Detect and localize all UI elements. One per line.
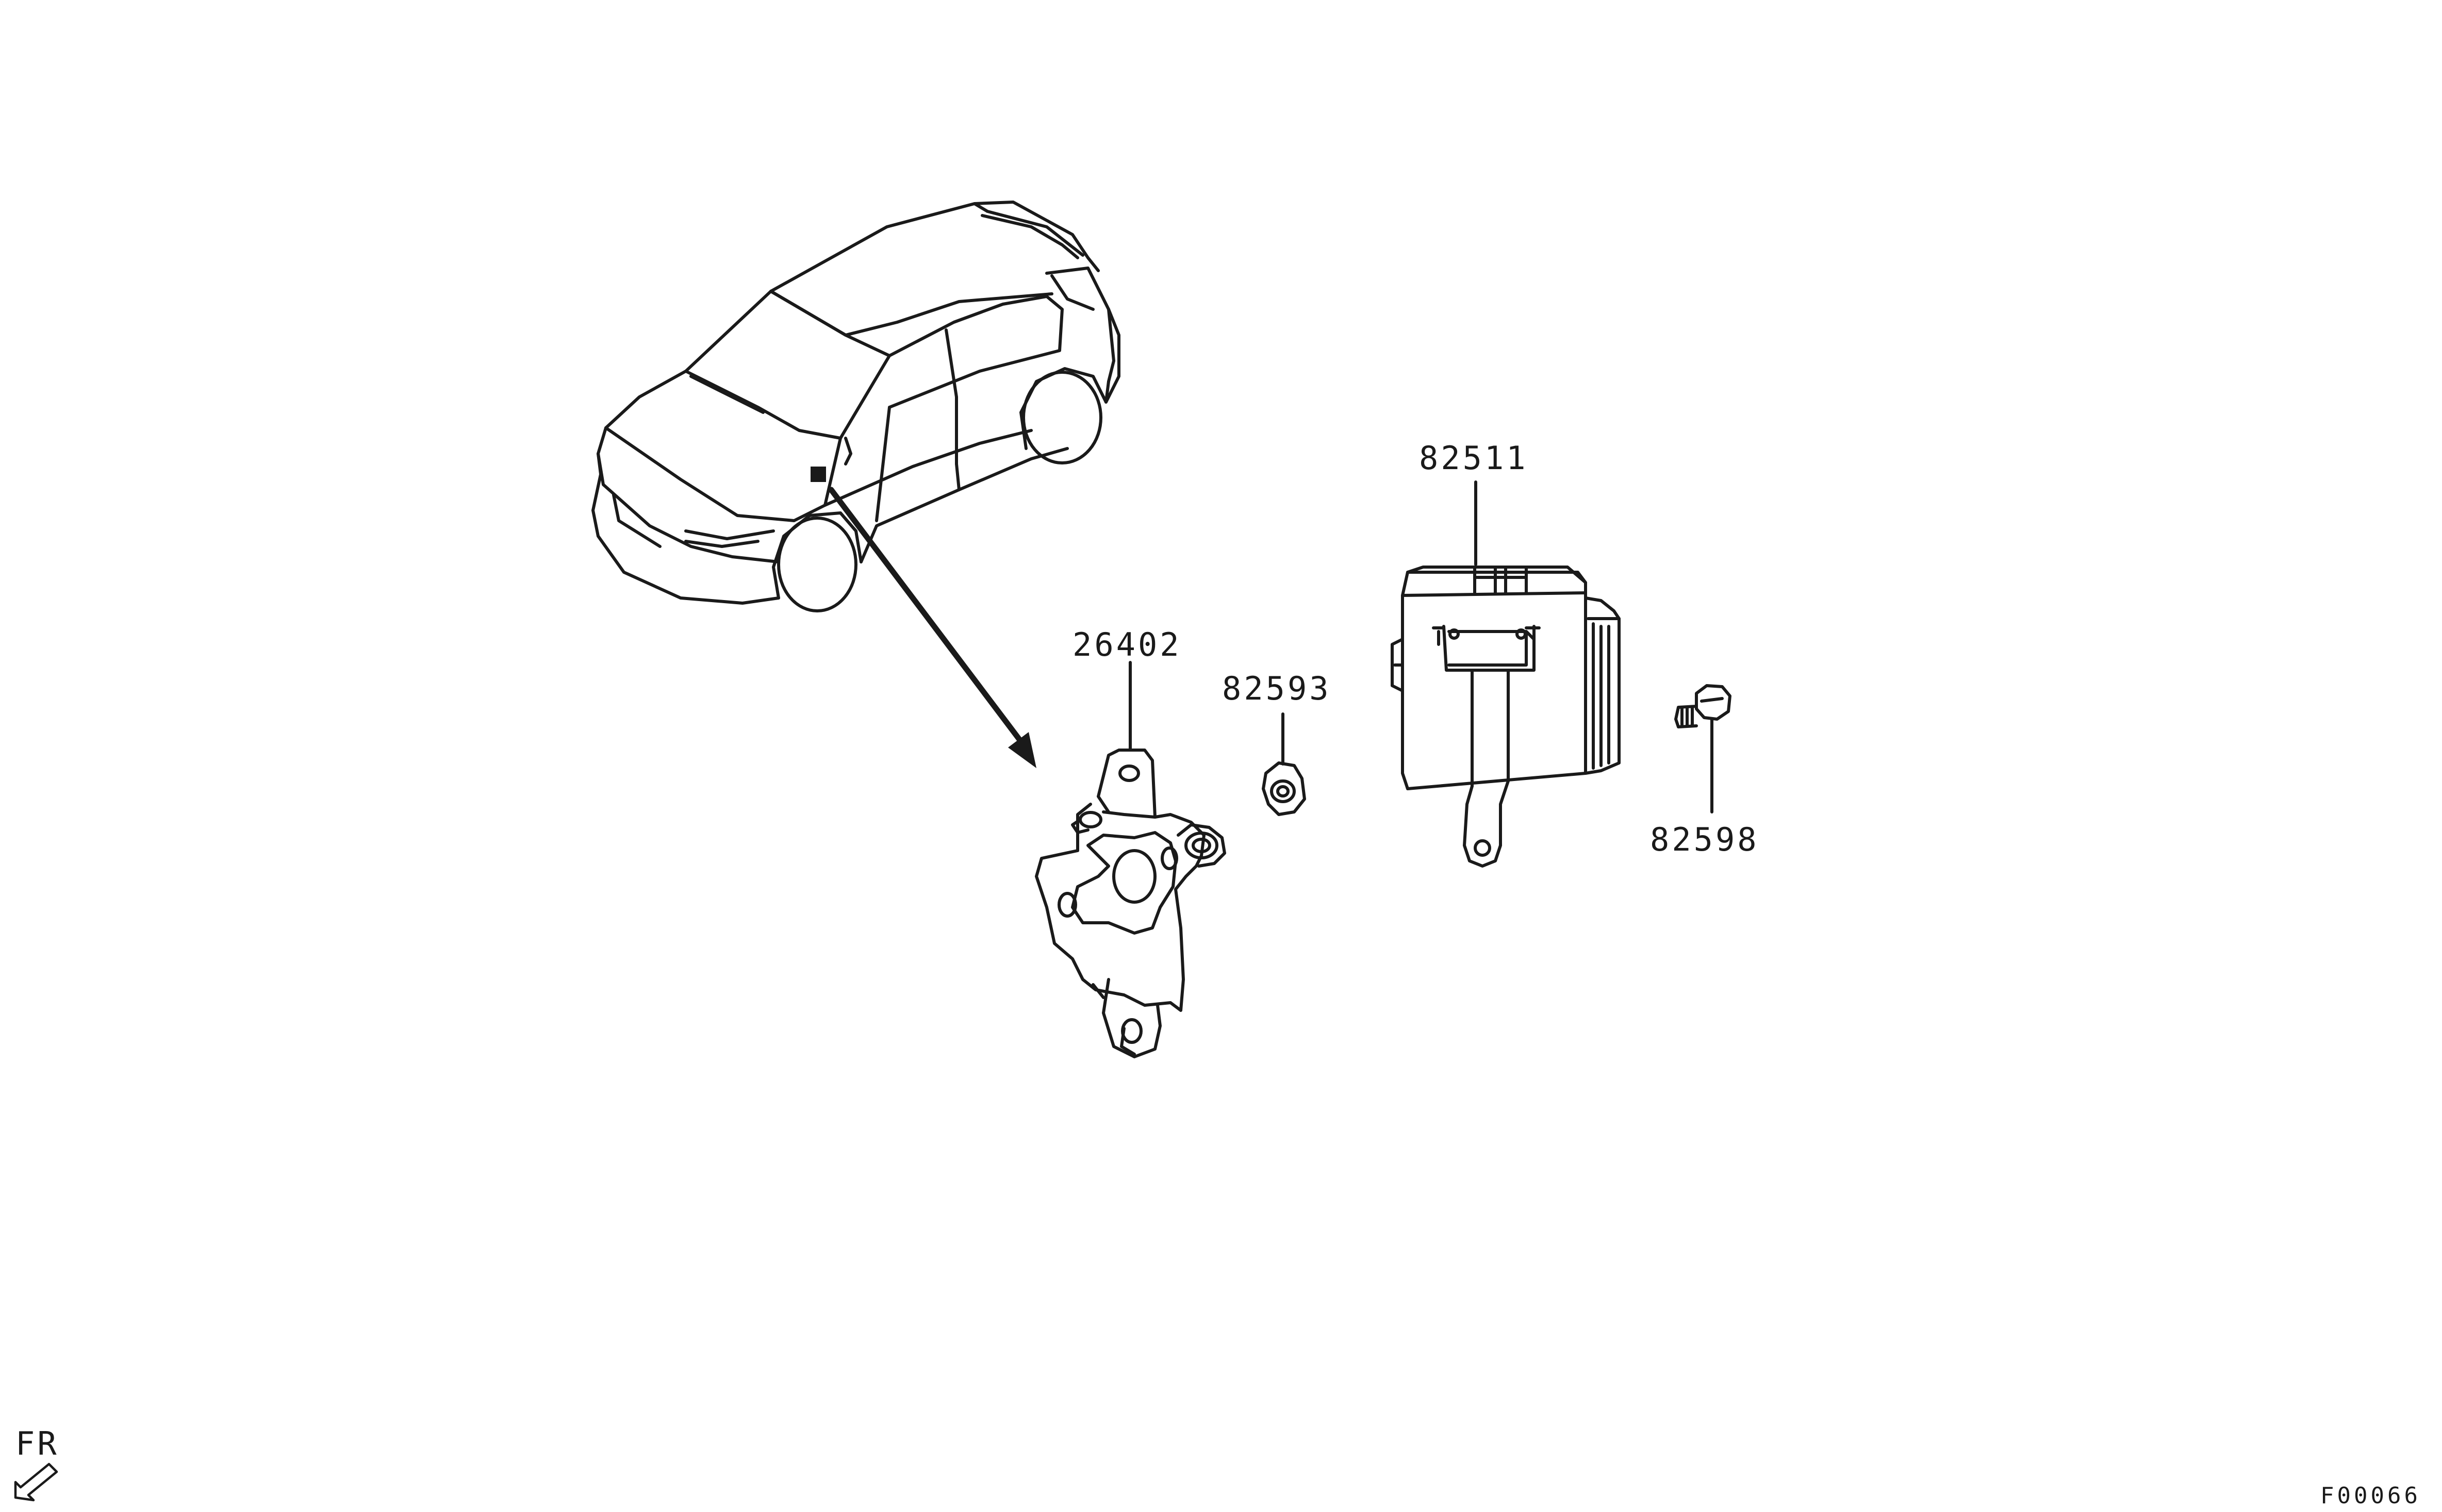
- component-location-marker: [811, 467, 826, 482]
- front-direction-arrow-icon: [14, 1463, 58, 1502]
- bracket-26402: [1035, 749, 1226, 1058]
- part-label-26402: 26402: [1072, 626, 1182, 663]
- nut-82593: [1262, 761, 1306, 816]
- bolt-82598: [1674, 684, 1731, 728]
- control-unit-82511: [1391, 566, 1621, 868]
- vehicle-illustration: [591, 201, 1120, 612]
- part-label-82511: 82511: [1419, 439, 1528, 477]
- part-label-82593: 82593: [1222, 670, 1331, 707]
- part-label-82598: 82598: [1650, 821, 1759, 858]
- front-direction-label: FR: [15, 1425, 59, 1463]
- location-arrow: [828, 487, 1036, 768]
- figure-code: F00066: [2320, 1483, 2421, 1509]
